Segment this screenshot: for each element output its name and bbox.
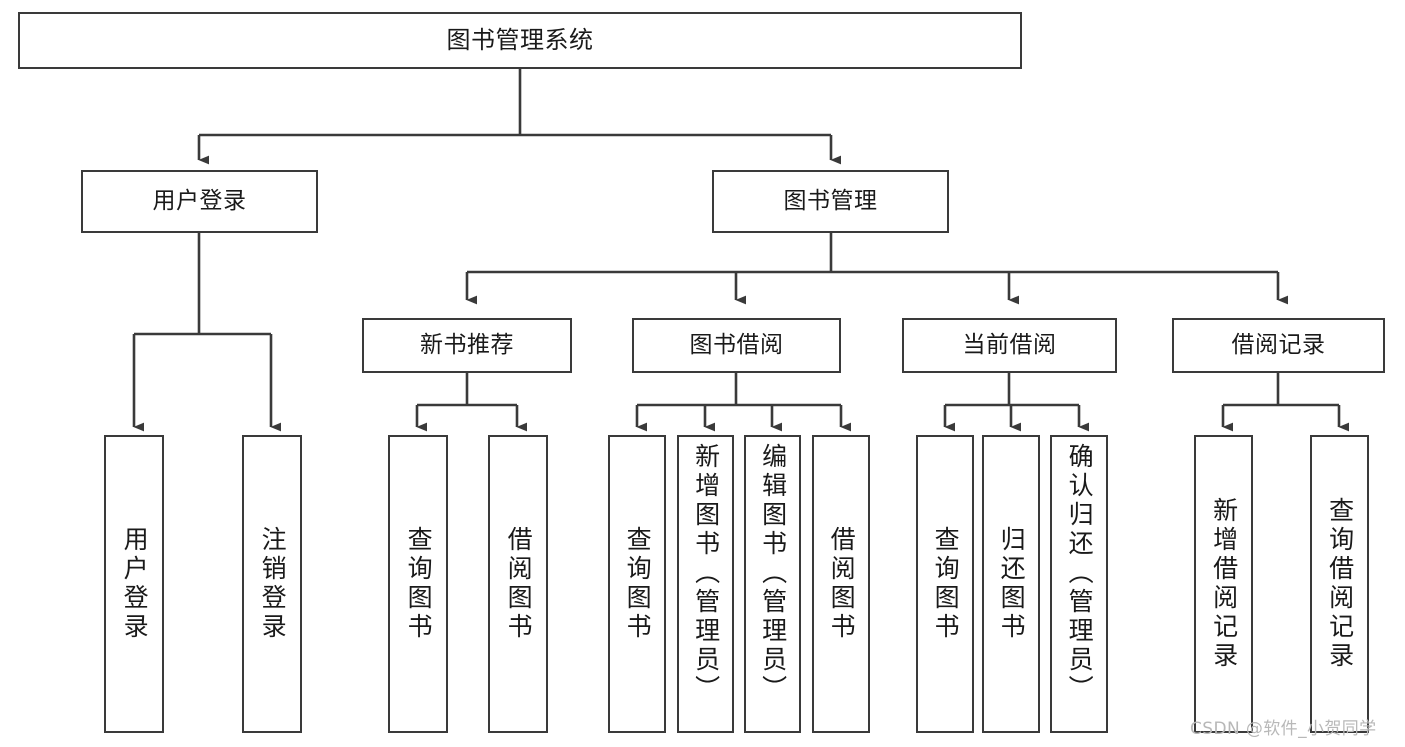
leaf-current-return-book[interactable]: 归还图书 <box>982 435 1040 733</box>
node-current-borrow[interactable]: 当前借阅 <box>902 318 1117 373</box>
leaf-borrow-edit-book-admin[interactable]: 编辑图书（管理员） <box>744 435 801 733</box>
node-label: 查询借阅记录 <box>1325 497 1355 671</box>
node-label: 查询图书 <box>931 526 961 642</box>
leaf-newbook-query-book[interactable]: 查询图书 <box>388 435 448 733</box>
node-label: 图书借阅 <box>689 331 784 358</box>
node-label: 新书推荐 <box>420 331 514 358</box>
node-label: 查询图书 <box>623 526 653 642</box>
node-label: 用户登录 <box>120 526 150 642</box>
node-book-borrow[interactable]: 图书借阅 <box>632 318 841 373</box>
node-book-management[interactable]: 图书管理 <box>712 170 949 233</box>
leaf-record-query-borrow-record[interactable]: 查询借阅记录 <box>1310 435 1369 733</box>
node-borrow-record[interactable]: 借阅记录 <box>1172 318 1385 373</box>
node-new-book-recommend[interactable]: 新书推荐 <box>362 318 572 373</box>
leaf-record-add-borrow-record[interactable]: 新增借阅记录 <box>1194 435 1253 733</box>
node-label: 借阅记录 <box>1231 331 1326 358</box>
node-label: 用户登录 <box>152 187 247 214</box>
node-label: 确认归还（管理员） <box>1065 443 1095 704</box>
node-label: 编辑图书（管理员） <box>758 443 788 704</box>
node-label: 借阅图书 <box>827 526 857 642</box>
leaf-current-query-book[interactable]: 查询图书 <box>916 435 974 733</box>
leaf-newbook-borrow-book[interactable]: 借阅图书 <box>488 435 548 733</box>
leaf-borrow-query-book[interactable]: 查询图书 <box>608 435 666 733</box>
leaf-current-confirm-return-admin[interactable]: 确认归还（管理员） <box>1050 435 1108 733</box>
node-label: 借阅图书 <box>504 526 534 642</box>
node-label: 图书管理 <box>783 187 878 214</box>
leaf-user-login[interactable]: 用户登录 <box>104 435 164 733</box>
node-label: 新增图书（管理员） <box>691 443 721 704</box>
node-label: 归还图书 <box>997 526 1027 642</box>
node-label: 查询图书 <box>404 526 434 642</box>
leaf-borrow-add-book-admin[interactable]: 新增图书（管理员） <box>677 435 734 733</box>
leaf-borrow-borrow-book[interactable]: 借阅图书 <box>812 435 870 733</box>
node-user-login[interactable]: 用户登录 <box>81 170 318 233</box>
node-root-library-management-system[interactable]: 图书管理系统 <box>18 12 1022 69</box>
node-label: 图书管理系统 <box>446 26 594 55</box>
node-label: 当前借阅 <box>962 331 1057 358</box>
leaf-logout-login[interactable]: 注销登录 <box>242 435 302 733</box>
csdn-watermark: CSDN @软件_小贺同学 <box>1190 719 1377 739</box>
node-label: 新增借阅记录 <box>1209 497 1239 671</box>
node-label: 注销登录 <box>258 526 288 642</box>
